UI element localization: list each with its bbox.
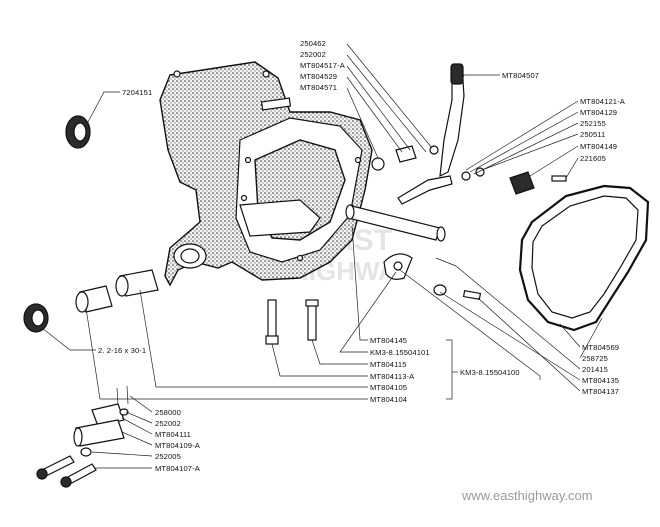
part-labels: 250462 252002 MT804517-A MT804529 MT8045…	[98, 39, 626, 473]
label-250462: 250462	[300, 39, 326, 48]
label-km3-101: KM3-8.15504101	[370, 348, 430, 357]
label-7204151: 7204151	[122, 88, 152, 97]
label-mt804517a: MT804517-A	[300, 61, 346, 70]
label-mt804111: MT804111	[155, 430, 191, 439]
label-252005: 252005	[155, 452, 181, 461]
label-258000: 258000	[155, 408, 181, 417]
shaft-mt804109a	[73, 419, 125, 447]
label-mt804115: MT804115	[370, 360, 407, 369]
pin-201415	[435, 257, 457, 267]
gasket-mt804569	[518, 184, 650, 332]
washer-mt804135	[433, 284, 447, 296]
label-mt804569: MT804569	[582, 343, 619, 352]
label-mt804145: MT804145	[370, 336, 407, 345]
label-mt804104: MT804104	[370, 395, 407, 404]
pins-258000	[116, 385, 129, 405]
bushing-mt804104	[75, 285, 113, 313]
label-mt804137: MT804137	[582, 387, 619, 396]
bolt-mt804113a	[265, 299, 279, 345]
label-mt804135: MT804135	[582, 376, 619, 385]
bolt-mt804137	[462, 289, 482, 301]
label-258725: 258725	[582, 354, 608, 363]
label-2-16x30: 2. 2-16 x 30-1	[98, 346, 146, 355]
circlip-mt804571	[371, 157, 385, 171]
label-km3-100: KM3-8.15504100	[460, 368, 520, 377]
label-252155: 252155	[580, 119, 606, 128]
oil-seal-7204151	[65, 115, 91, 149]
screw-221605	[551, 175, 567, 182]
label-mt804571: MT804571	[300, 83, 337, 92]
label-252002-bottom: 252002	[155, 419, 181, 428]
label-mt804507: MT804507	[502, 71, 539, 80]
washers-252005	[80, 408, 129, 457]
label-mt804529: MT804529	[300, 72, 337, 81]
bolts-mt804107a	[36, 455, 97, 488]
bushing-mt804105	[115, 269, 159, 297]
label-221605: 221605	[580, 154, 606, 163]
label-mt804149: MT804149	[580, 142, 617, 151]
label-201415: 201415	[582, 365, 608, 374]
label-mt804113a: MT804113-A	[370, 372, 415, 381]
sector-km3-101	[383, 253, 413, 280]
gearbox-housing	[159, 61, 373, 287]
shaft-mt804145	[345, 204, 446, 242]
label-mt804121a: MT804121-A	[580, 97, 626, 106]
seal-2-16x30	[23, 303, 49, 333]
bolt-mt804115	[305, 299, 319, 341]
label-mt804107a: MT804107-A	[155, 464, 201, 473]
bracket-mt804149	[509, 171, 535, 195]
label-252002-top: 252002	[300, 50, 326, 59]
label-mt804129: MT804129	[580, 108, 617, 117]
plug-mt804529	[395, 145, 417, 163]
watermark-url: www.easthighway.com	[461, 488, 593, 503]
label-250511: 250511	[580, 130, 605, 139]
label-mt804105: MT804105	[370, 383, 407, 392]
washers-252155-250511	[461, 167, 485, 181]
label-mt804109a: MT804109-A	[155, 441, 201, 450]
shift-lever-mt804507	[397, 63, 465, 205]
leader-lines	[41, 43, 603, 469]
